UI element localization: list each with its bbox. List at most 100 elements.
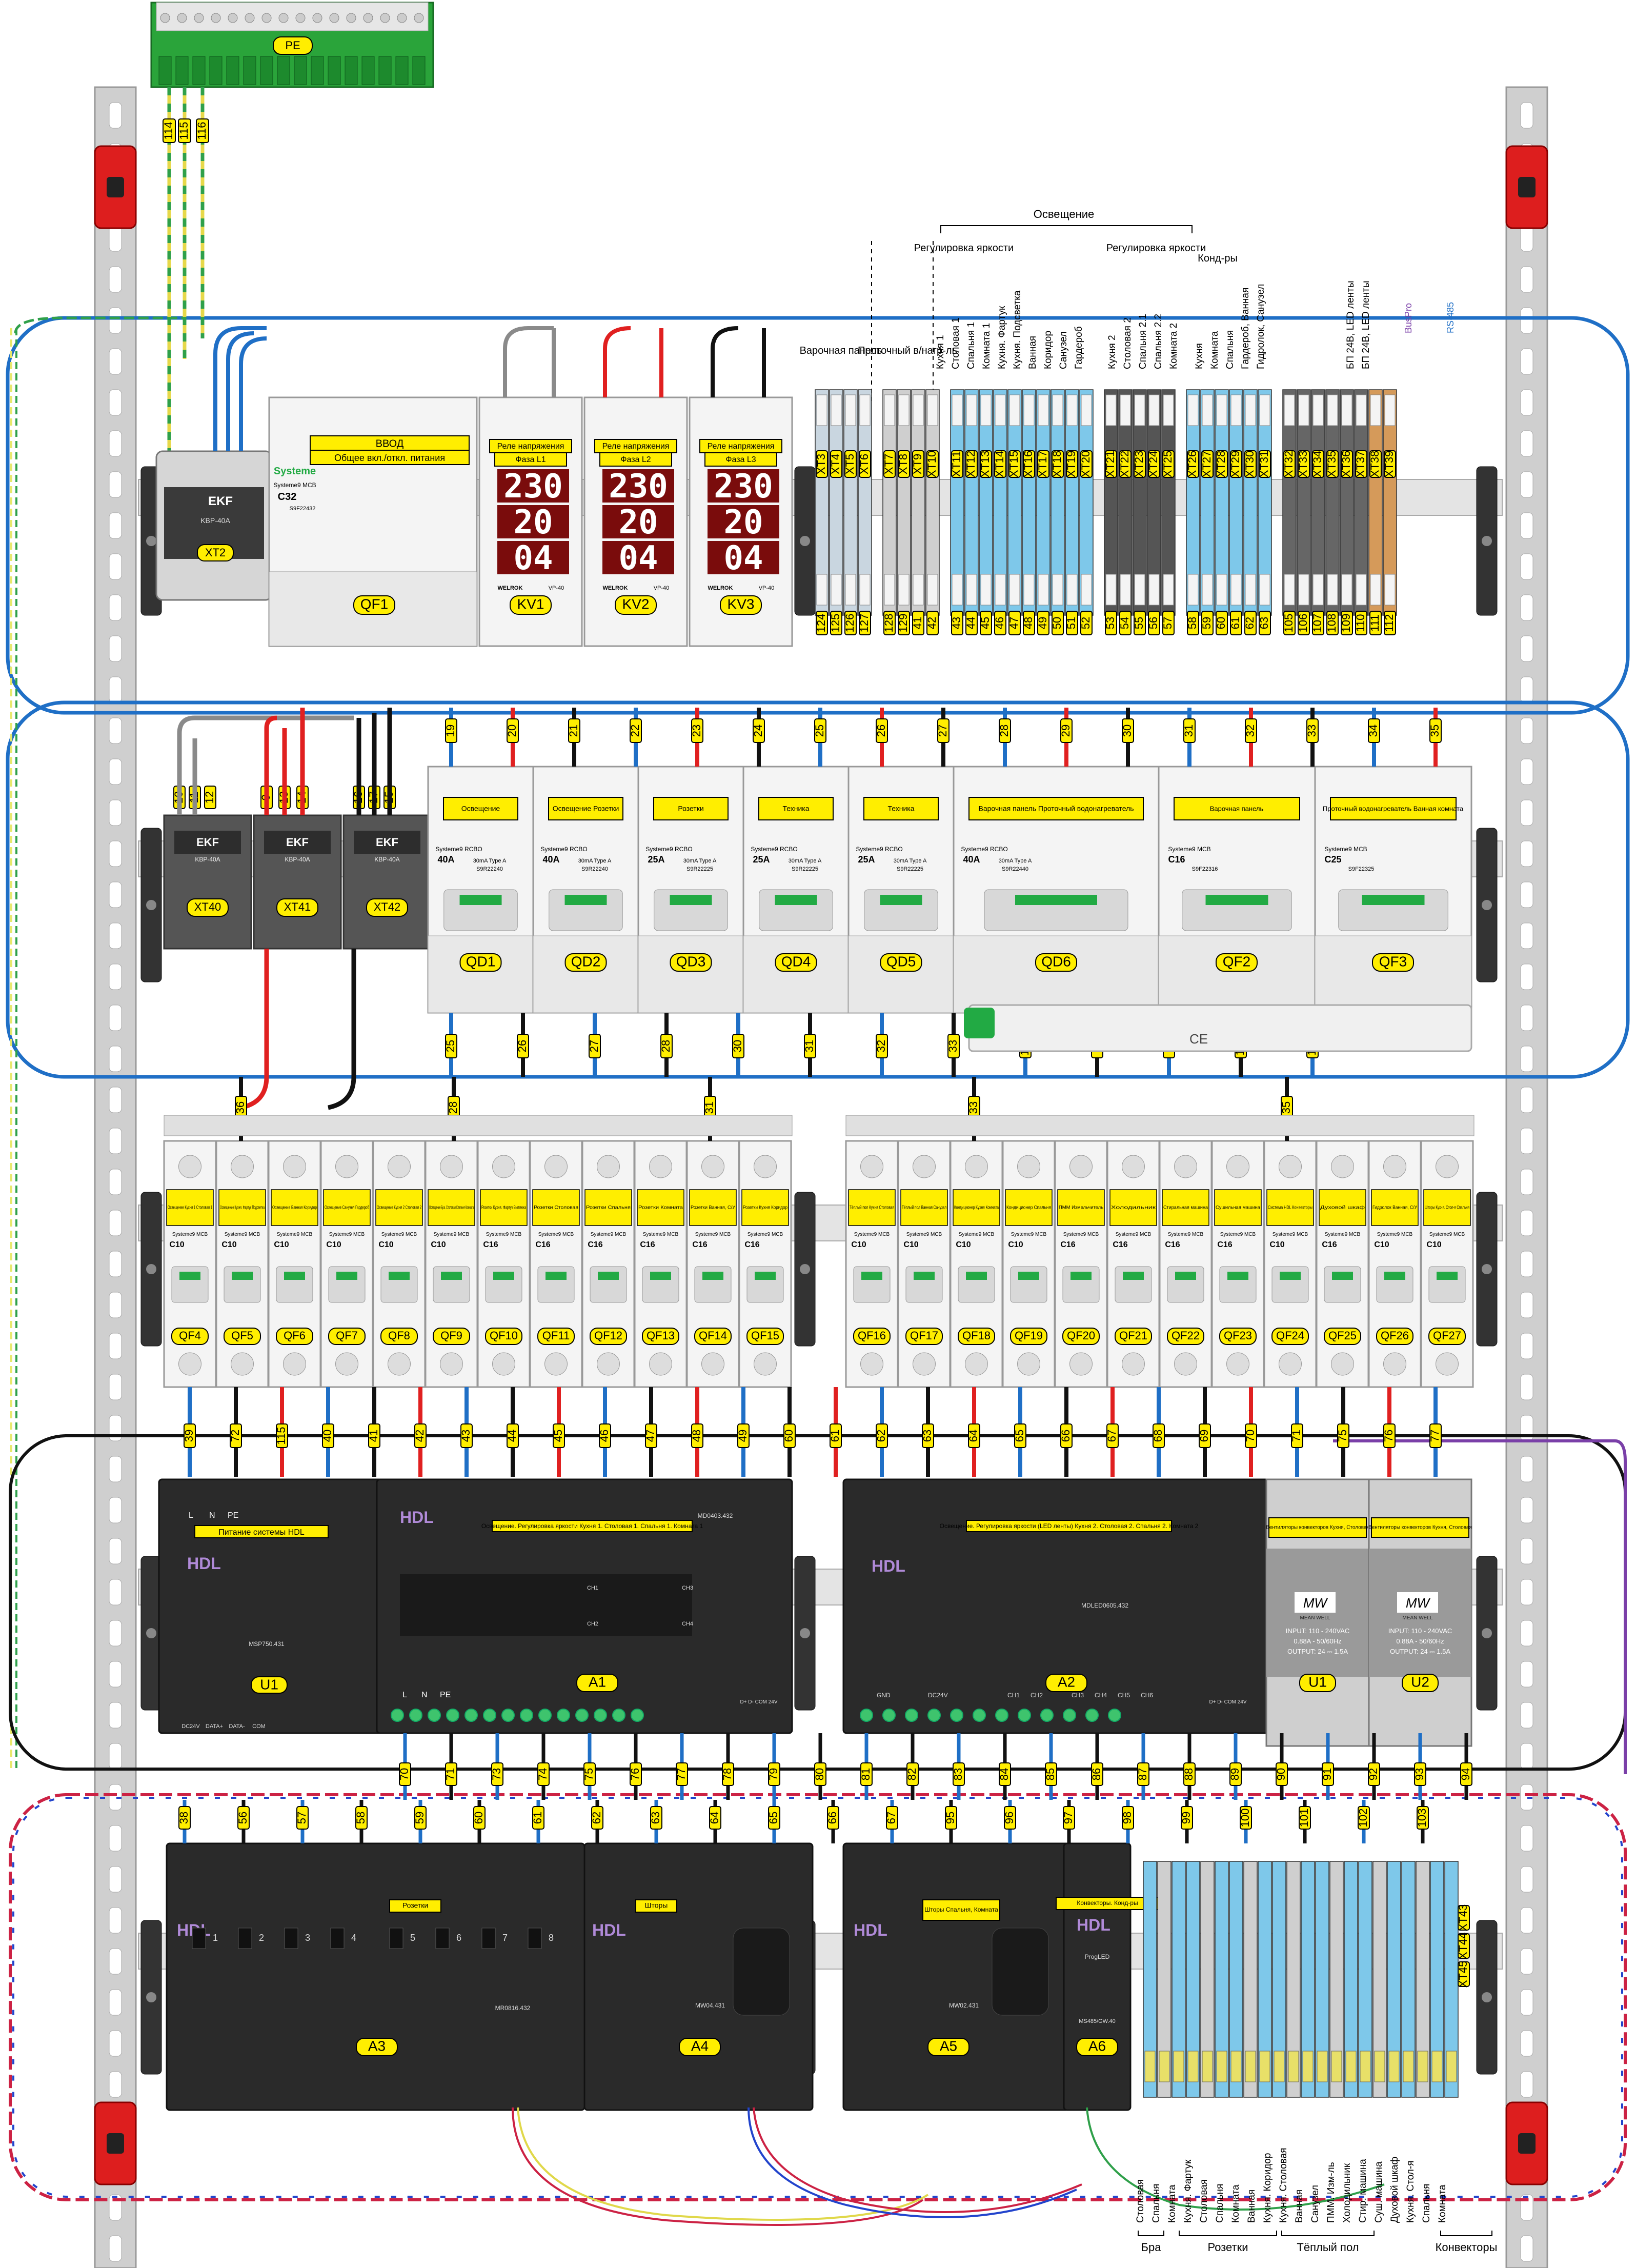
a6-caption: Конвекторы. Конд-ры xyxy=(1077,1899,1138,1906)
row-4-tag-bottom: 81 xyxy=(859,1762,873,1786)
row-5-tag-top-text: 96 xyxy=(1003,1812,1016,1824)
terminal-tag-bottom: 45 xyxy=(979,611,992,635)
row-2-tag-top: 29 xyxy=(1059,718,1073,743)
a1-brand: HDL xyxy=(400,1508,434,1527)
kv1-caption: Реле напряжения xyxy=(497,442,564,451)
terminal-tag-top: XT16 xyxy=(1022,450,1035,478)
mcb-label: QF8 xyxy=(388,1329,410,1342)
top-terminal-label: Спальня 2.1 xyxy=(1138,314,1148,369)
psu-u2-brand: MW xyxy=(1406,1595,1431,1611)
terminal-tag-top-text: XT37 xyxy=(1354,451,1367,478)
mcb-type: Systeme9 MCB xyxy=(1377,1232,1413,1237)
mcb-type: Systeme9 MCB xyxy=(225,1232,260,1237)
terminal-tag-bottom: 49 xyxy=(1036,611,1049,635)
terminal-tag-top: XT18 xyxy=(1051,450,1064,478)
row-5-tag-top: 65 xyxy=(767,1806,780,1830)
mcb-type: Systeme9 MCB xyxy=(1220,1232,1256,1237)
u1-label: U1 xyxy=(260,1676,278,1692)
kv3-display-power: 04 xyxy=(723,539,763,577)
terminal-cell xyxy=(1286,1861,1301,2098)
xt40-brand: EKF xyxy=(196,836,219,849)
row-3-tag-bottom: 67 xyxy=(1105,1423,1119,1448)
row-3-tag-bottom-text: 72 xyxy=(229,1430,241,1442)
a3-label: A3 xyxy=(368,2038,386,2054)
mcb-type: Systeme9 MCB xyxy=(538,1232,574,1237)
top-terminal-label: Спальня xyxy=(1225,330,1236,369)
mcb-label: QF11 xyxy=(542,1329,570,1342)
mcb-type: Systeme9 MCB xyxy=(172,1232,208,1237)
row-5-tag-top-text: 66 xyxy=(826,1812,839,1824)
hdl-gateway-a6: HDL Конвекторы. Конд-ры ProgLED MS485/GW… xyxy=(1056,1842,1159,2111)
rcbo-caption: Розетки xyxy=(678,805,703,813)
top-terminal-label: БП 24В, LED ленты xyxy=(1361,280,1371,369)
row-5-tag-top-text: 60 xyxy=(472,1812,485,1824)
row-3-tag-bottom: 40 xyxy=(321,1423,334,1448)
xt41-label: XT41 xyxy=(284,900,311,913)
header-ac: Конд-ры xyxy=(1198,253,1238,264)
a3-caption: Розетки xyxy=(402,1901,428,1910)
terminal-tag-bottom-text: 63 xyxy=(1258,617,1270,629)
terminal-tag-top-text: XT34 xyxy=(1311,451,1324,478)
psu-u2-maker: MEAN WELL xyxy=(1403,1615,1433,1621)
terminal-tag-bottom-text: 44 xyxy=(964,617,977,629)
rail-clamps xyxy=(94,145,1548,2185)
a3-model: MR0816.432 xyxy=(495,2004,531,2012)
terminal-tag-top-text: XT6 xyxy=(858,454,871,474)
row-4-tag-bottom-text: 92 xyxy=(1367,1768,1380,1780)
row-4-tag-bottom-text: 76 xyxy=(629,1768,641,1780)
mcb-rating: C16 xyxy=(1113,1240,1127,1249)
row-3-tag-bottom-text: 77 xyxy=(1428,1430,1441,1442)
xt2-label: XT2 xyxy=(205,546,226,559)
mcb-label: QF26 xyxy=(1381,1329,1409,1342)
right-terminal-tag-text: XT45 xyxy=(1457,1961,1469,1988)
mcb-caption: Шторы Кухня. Стол-я Спальня xyxy=(1425,1205,1469,1211)
mcb-type: Systeme9 MCB xyxy=(277,1232,313,1237)
a1-ch2: CH2 xyxy=(587,1621,598,1627)
top-terminal-label: Комната 2 xyxy=(1168,323,1179,369)
a4-model: MW04.431 xyxy=(695,2002,725,2009)
a5-caption: Шторы Спальня, Комната xyxy=(924,1906,998,1913)
terminal-tag-top-text: XT38 xyxy=(1368,451,1381,478)
terminal-tag-top-text: XT19 xyxy=(1065,451,1078,478)
mcb-rating: C10 xyxy=(956,1240,971,1249)
mcb-type: Systeme9 MCB xyxy=(643,1232,679,1237)
row-3-tag-bottom: 75 xyxy=(1336,1423,1349,1448)
terminal-block-xt40: EKF KBP-40A XT40 xyxy=(163,814,252,950)
mcb-caption: Тёплый пол Ванная Санузел xyxy=(902,1205,946,1211)
terminal-tag-top: XT6 xyxy=(858,450,871,478)
terminal-block-xt2: EKF KBP-40A XT2 xyxy=(155,450,273,601)
row-2-tag-top: 22 xyxy=(629,718,642,743)
row-3-tag-bottom-text: 42 xyxy=(413,1430,426,1442)
row-5-tag-top: 61 xyxy=(531,1806,544,1830)
mcb-caption: Розетки Столовая xyxy=(534,1205,578,1211)
mcb-caption: Духовой шкаф xyxy=(1320,1205,1365,1211)
row-2-tag-top-text: 25 xyxy=(813,725,826,737)
kv2-model: VP-40 xyxy=(654,585,670,591)
kv2-caption: Реле напряжения xyxy=(602,442,670,451)
row-2-tag-top-text: 24 xyxy=(752,725,764,737)
mcb-rating: C10 xyxy=(1008,1240,1023,1249)
row-3-group-tag-text: 31 xyxy=(703,1101,716,1114)
mcb-type: Systeme9 MCB xyxy=(1168,1232,1204,1237)
row-3-tag-bottom-text: 48 xyxy=(690,1430,703,1442)
terminal-cell xyxy=(1329,1861,1344,2098)
a6-brand: HDL xyxy=(1077,1916,1110,1934)
rcbo-part: S9R22225 xyxy=(686,866,713,872)
a5-label: A5 xyxy=(940,2038,957,2054)
terminal-tag-bottom-text: 46 xyxy=(993,617,1006,629)
terminal-tag-top: XT12 xyxy=(964,450,978,478)
neutral-bar: CE xyxy=(964,1004,1472,1052)
row-3-group-tag: 28 xyxy=(447,1096,460,1119)
mcb-label: QF12 xyxy=(594,1329,622,1342)
pe-tag-116: 116 xyxy=(195,118,209,143)
bottom-terminal-label: Кухня. Столовая xyxy=(1278,2148,1289,2223)
u1-in-n: N xyxy=(209,1511,215,1520)
